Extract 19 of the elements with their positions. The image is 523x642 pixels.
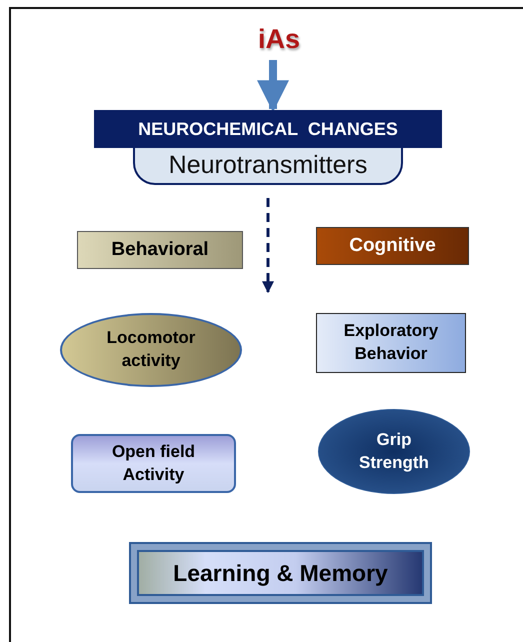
label-text: NEUROCHEMICAL CHANGES — [138, 118, 398, 140]
label-text: Exploratory Behavior — [342, 320, 440, 365]
heading-banner — [94, 110, 442, 148]
category-box — [316, 227, 469, 265]
label-text: Learning & Memory — [173, 560, 388, 586]
label-text: Cognitive — [349, 235, 436, 257]
outcome-box — [129, 542, 432, 604]
test-box — [71, 434, 236, 493]
test-box — [316, 313, 466, 373]
title-text: iAs — [249, 22, 309, 56]
pill-box — [133, 148, 403, 185]
label-text: Neurotransmitters — [168, 151, 368, 180]
arrow — [262, 198, 274, 294]
label-text: Locomotor activity — [106, 327, 196, 372]
label-text: Open field Activity — [110, 440, 196, 486]
label-text: Grip Strength — [358, 428, 430, 474]
category-box — [77, 231, 243, 269]
label-text: Behavioral — [111, 239, 209, 261]
arrow — [257, 60, 289, 112]
